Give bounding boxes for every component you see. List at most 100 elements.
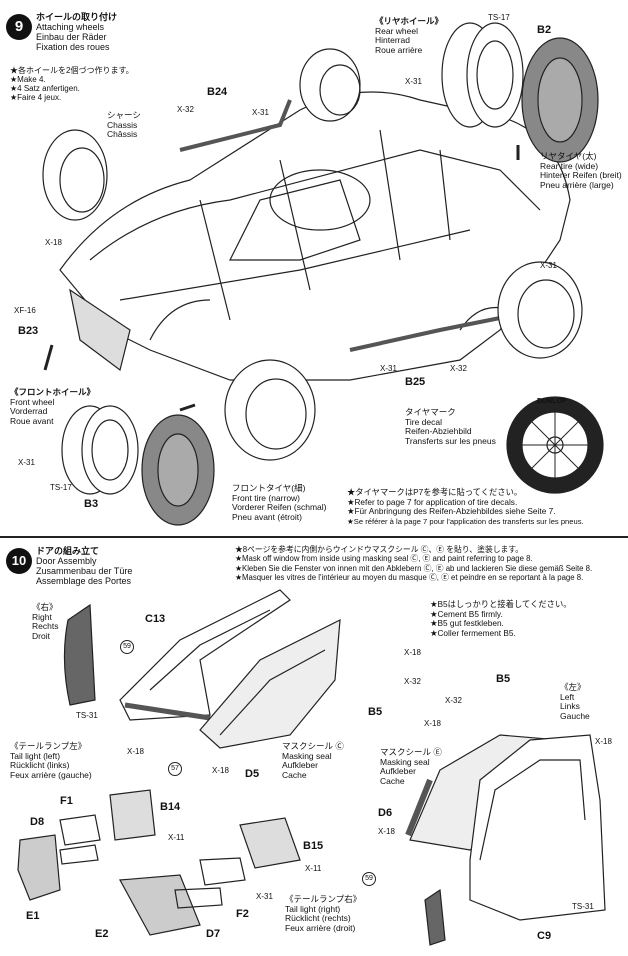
front-wheel-en: Front wheel xyxy=(10,396,55,407)
tire-decal-note-fr: ★Se référer à la page 7 pour l'applicati… xyxy=(347,516,584,526)
rear-tire-jp: リヤタイヤ(太) xyxy=(540,151,597,161)
tire-decal-note: ★タイヤマークはP7を参考に貼ってください。 ★Refer to page 7 … xyxy=(347,487,625,526)
b5-note-jp: ★B5はしっかりと接着してください。 xyxy=(430,599,572,609)
tire-mark-en: Tire decal xyxy=(405,416,443,427)
part-b3: B3 xyxy=(84,498,99,510)
tire-mark-jp: タイヤマーク xyxy=(405,407,456,417)
mask-e-en: Masking seal xyxy=(380,756,430,767)
ref-59a: 59 xyxy=(120,640,134,654)
part-d7: D7 xyxy=(206,928,221,940)
tire-decal-note-de: ★Für Anbringung des Reifen-Abziehbildes … xyxy=(347,506,556,517)
part-x18b: X-18 xyxy=(127,747,144,756)
part-b23: B23 xyxy=(18,325,39,337)
part-e1: E1 xyxy=(26,910,40,922)
part-e2: E2 xyxy=(95,928,109,940)
part-x18a: X-18 xyxy=(404,648,421,657)
left-de: Links xyxy=(560,701,580,711)
left-en: Left xyxy=(560,691,575,702)
left-fr: Gauche xyxy=(560,710,590,721)
part-b25: B25 xyxy=(405,376,426,388)
tail-right-label: 《テールランプ右》 Tail light (right) Rücklicht (… xyxy=(285,894,362,933)
section-divider xyxy=(0,536,628,538)
mask-c-de: Aufkleber xyxy=(282,760,318,770)
front-wheel-de: Vorderrad xyxy=(10,406,48,416)
step-10-header: ドアの組み立て Door Assembly Zusammenbau der Tü… xyxy=(36,546,132,586)
tire-mark-fr: Transferts sur les pneus xyxy=(405,435,496,446)
tail-left-jp: 《テールランプ左》 xyxy=(10,741,87,751)
mask-e-label: マスクシール Ⓔ Masking seal Aufkleber Cache xyxy=(380,747,442,786)
tire-mark-label: タイヤマーク Tire decal Reifen-Abziehbild Tran… xyxy=(405,407,496,446)
part-c13: C13 xyxy=(145,613,166,625)
make-note-en: ★Make 4. xyxy=(10,75,46,84)
b5-note-de: ★B5 gut festkleben. xyxy=(430,618,504,629)
part-x31c: X-31 xyxy=(540,261,557,270)
part-d8: D8 xyxy=(30,816,45,828)
step-10-title-en: Door Assembly xyxy=(36,556,97,566)
front-tire-en: Front tire (narrow) xyxy=(232,492,301,503)
tire-decal-note-en: ★Refer to page 7 for application of tire… xyxy=(347,496,518,507)
part-b2: B2 xyxy=(537,24,552,36)
chassis-jp: シャーシ xyxy=(107,110,141,120)
step-9-title-jp: ホイールの取り付け xyxy=(36,12,118,22)
part-x32a: X-32 xyxy=(177,105,194,114)
ref-57: 57 xyxy=(168,762,182,776)
chassis-en: Chassis xyxy=(107,119,138,130)
part-x11a: X-11 xyxy=(168,833,185,842)
b5-note-fr: ★Coller fermement B5. xyxy=(430,627,516,638)
front-tire-fr: Pneu avant (étroit) xyxy=(232,511,302,522)
rear-wheel-de: Hinterrad xyxy=(375,35,410,45)
rear-tire-label: リヤタイヤ(太) Rear tire (wide) Hinterer Reife… xyxy=(540,151,622,190)
rear-wheel-label: 《リヤホイール》 Rear wheel Hinterrad Roue arriè… xyxy=(375,16,443,55)
mask-e-jp: マスクシール Ⓔ xyxy=(380,747,442,757)
mask-c-fr: Cache xyxy=(282,769,307,780)
part-ts31b: TS-31 xyxy=(572,902,594,911)
step-9-title-fr: Fixation des roues xyxy=(36,42,110,52)
make-note-fr: ★Faire 4 jeux. xyxy=(10,93,62,102)
front-wheel-fr: Roue avant xyxy=(10,415,54,426)
right-jp: 《右》 xyxy=(32,602,58,612)
front-tire-jp: フロントタイヤ(細) xyxy=(232,483,306,493)
tail-right-de: Rücklicht (rechts) xyxy=(285,913,351,923)
rear-wheel-en: Rear wheel xyxy=(375,25,418,36)
part-x11b: X-11 xyxy=(305,864,322,873)
rear-wheel-fr: Roue arrière xyxy=(375,44,423,55)
left-label: 《左》 Left Links Gauche xyxy=(560,682,590,721)
part-x31a: X-31 xyxy=(252,108,269,117)
step-10-title-jp: ドアの組み立て xyxy=(36,546,100,556)
front-tire-de: Vorderer Reifen (schmal) xyxy=(232,502,327,512)
part-f1: F1 xyxy=(60,795,73,807)
step-10-title-de: Zusammenbau der Türe xyxy=(36,566,133,576)
part-b5b: B5 xyxy=(496,673,511,685)
tail-left-label: 《テールランプ左》 Tail light (left) Rücklicht (l… xyxy=(10,741,92,780)
tail-right-jp: 《テールランプ右》 xyxy=(285,894,362,904)
front-wheel-jp: 《フロントホイール》 xyxy=(10,387,96,397)
part-x18e: X-18 xyxy=(595,737,612,746)
part-ts17b: TS-17 xyxy=(50,483,72,492)
tire-brand-text: DUNLOP xyxy=(537,398,567,405)
front-tire-label: フロントタイヤ(細) Front tire (narrow) Vorderer … xyxy=(232,483,327,522)
part-x18f: X-18 xyxy=(378,827,395,836)
step-9-badge: 9 xyxy=(6,14,32,40)
mask-note-de: ★Kleben Sie die Fenster von innen mit de… xyxy=(235,563,593,573)
tail-left-de: Rücklicht (links) xyxy=(10,760,70,770)
right-de: Rechts xyxy=(32,621,59,631)
part-ts31a: TS-31 xyxy=(76,711,98,720)
part-b5a: B5 xyxy=(368,706,383,718)
b5-notes: ★B5はしっかりと接着してください。 ★Cement B5 firmly. ★B… xyxy=(430,599,572,638)
step-9-illustration xyxy=(42,22,604,526)
part-x18d: X-18 xyxy=(424,719,441,728)
rear-tire-en: Rear tire (wide) xyxy=(540,160,599,171)
part-d5: D5 xyxy=(245,768,260,780)
mask-c-label: マスクシール Ⓒ Masking seal Aufkleber Cache xyxy=(282,741,344,780)
tail-right-fr: Feux arrière (droit) xyxy=(285,922,356,933)
mask-c-en: Masking seal xyxy=(282,750,332,761)
part-x32a: X-32 xyxy=(404,677,421,686)
front-wheel-label: 《フロントホイール》 Front wheel Vorderrad Roue av… xyxy=(10,387,96,426)
right-fr: Droit xyxy=(32,630,50,641)
right-en: Right xyxy=(32,611,52,622)
step-9-header: ホイールの取り付け Attaching wheels Einbau der Rä… xyxy=(36,12,117,52)
step-9-title-en: Attaching wheels xyxy=(36,22,105,32)
part-b14: B14 xyxy=(160,801,181,813)
ref-59b: 59 xyxy=(362,872,376,886)
